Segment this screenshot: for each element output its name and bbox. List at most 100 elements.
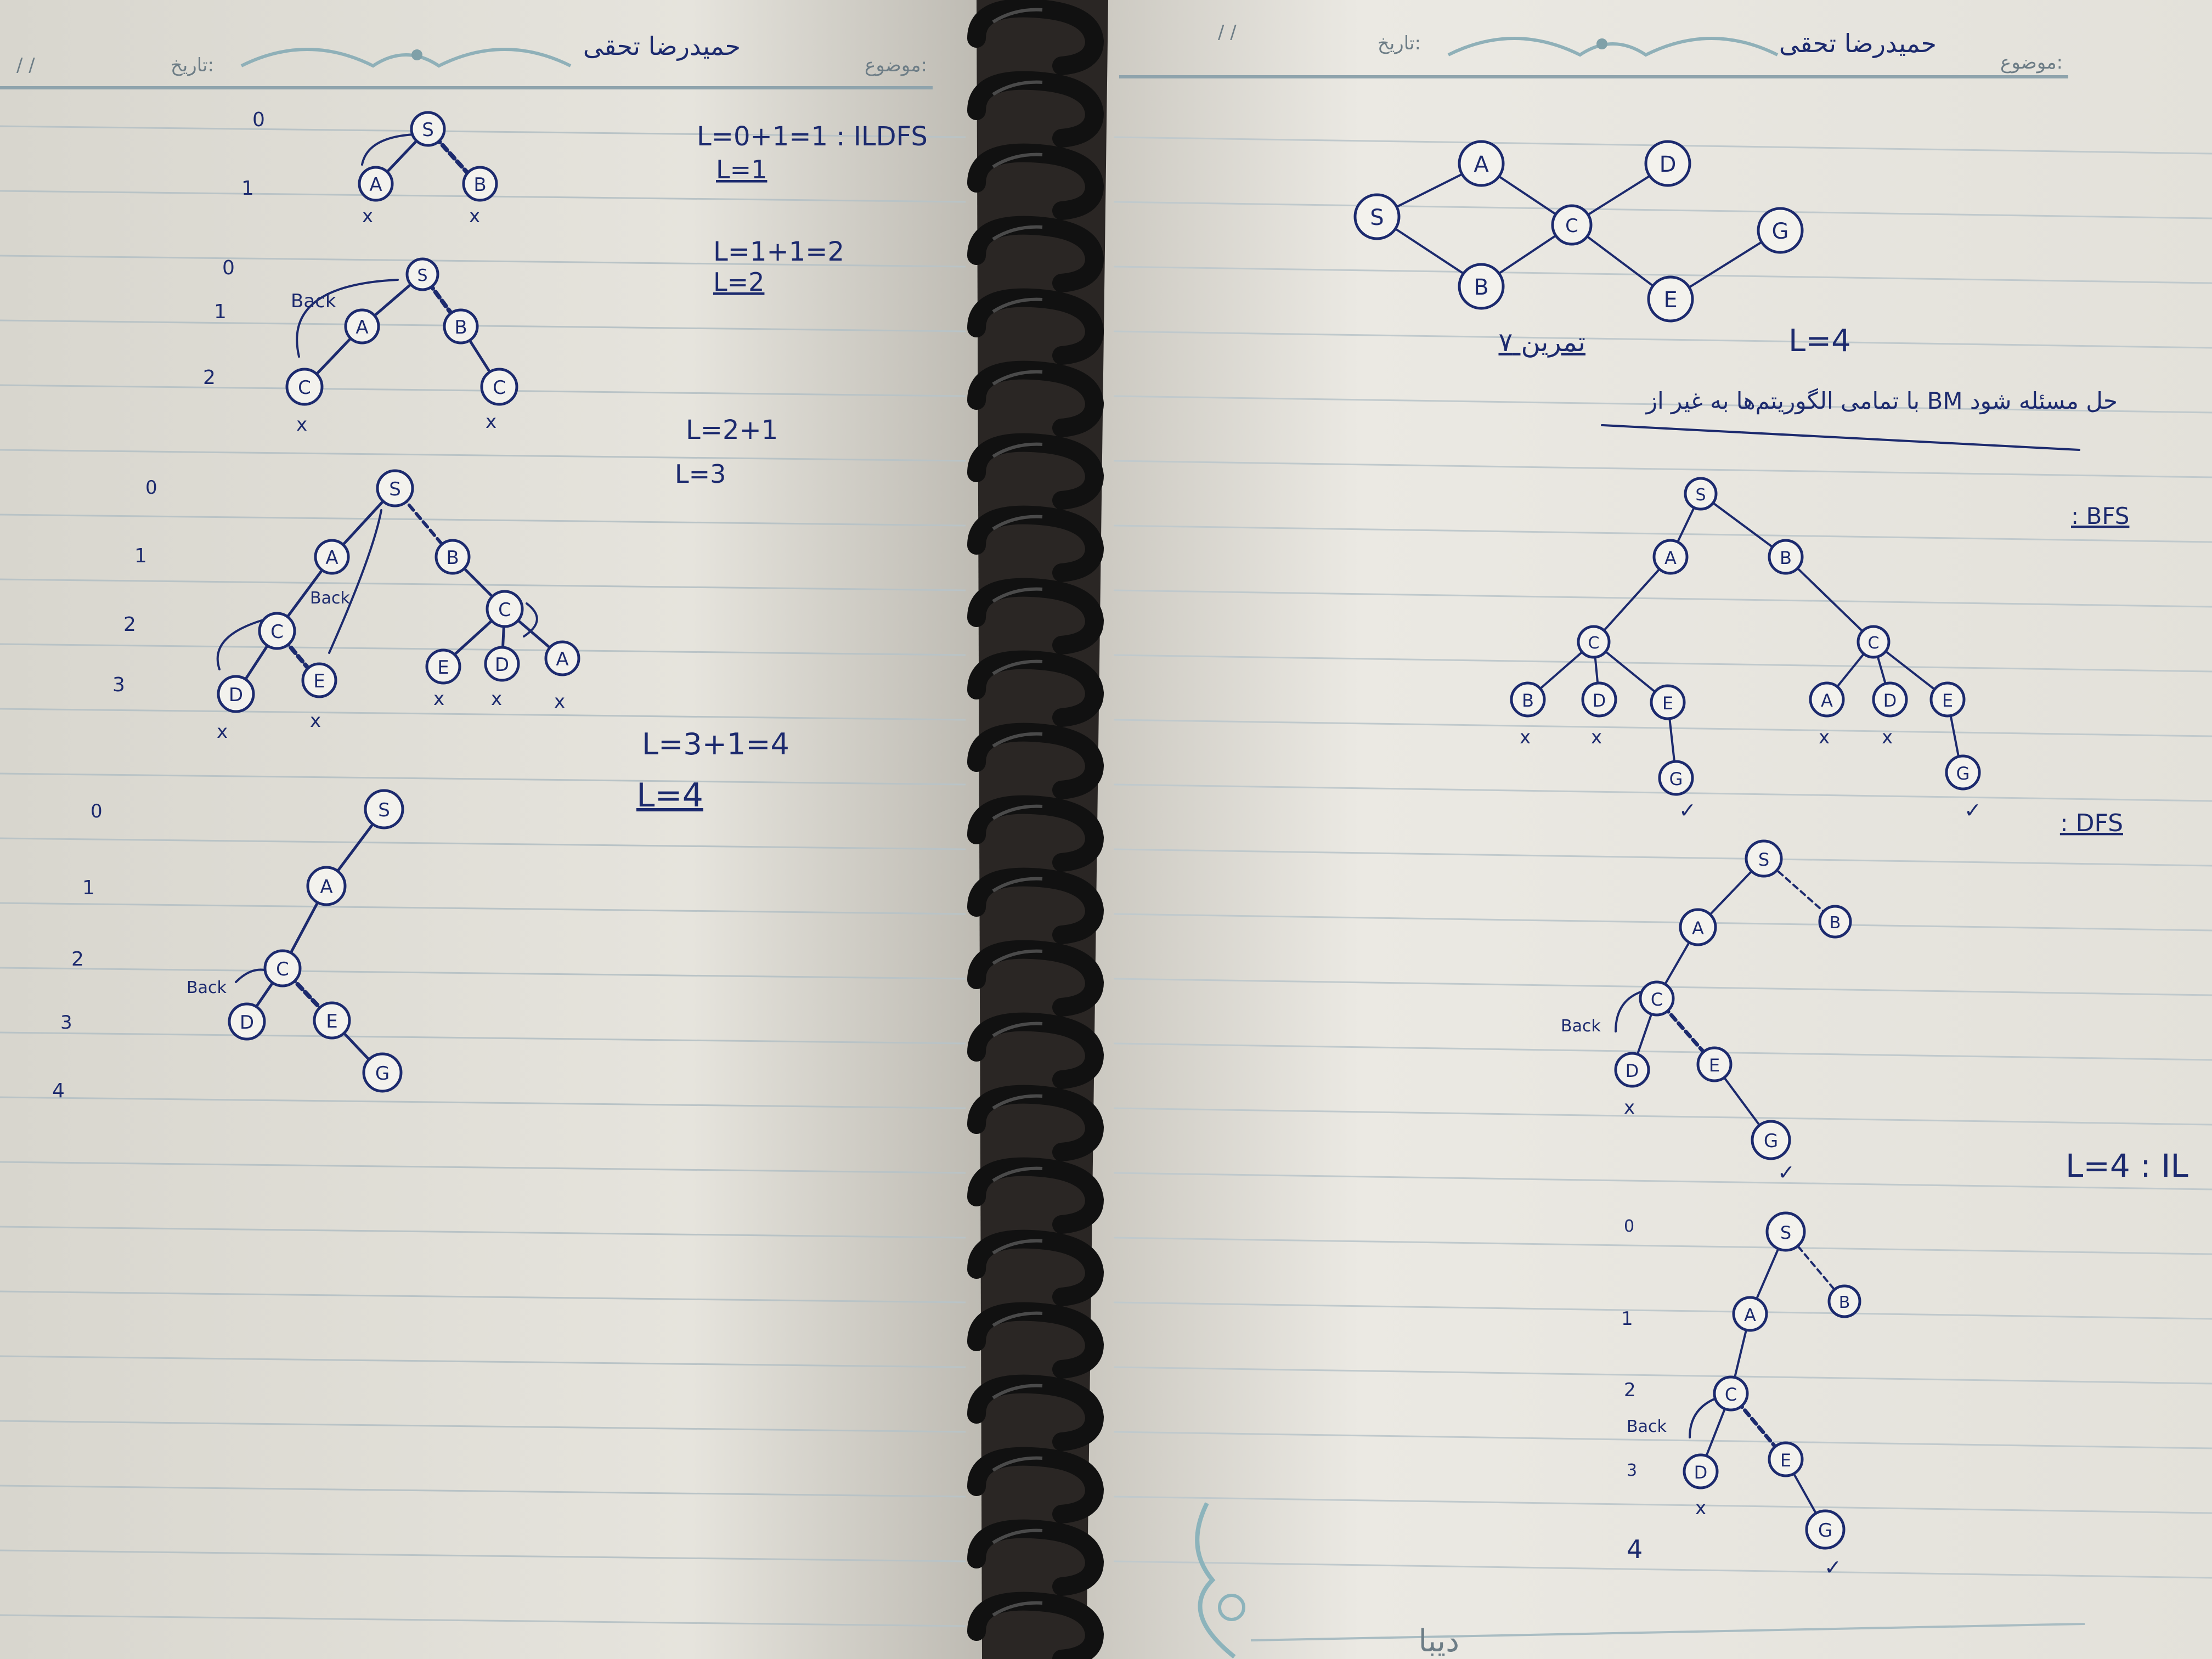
graph-node	[358, 166, 394, 202]
svg-text:D: D	[1694, 1462, 1708, 1483]
left-page	[0, 0, 988, 1659]
graph-node	[1551, 204, 1593, 246]
back-label: Back	[187, 978, 227, 997]
graph-node	[258, 612, 296, 650]
failure-mark: x	[362, 205, 373, 227]
svg-text:C: C	[1651, 989, 1663, 1010]
depth-label: 0	[91, 800, 103, 822]
svg-text:S: S	[417, 266, 427, 285]
svg-text:S: S	[378, 799, 390, 821]
depth-label: 2	[123, 613, 136, 636]
svg-text:A: A	[369, 174, 382, 196]
graph-node	[544, 640, 580, 676]
block-result: L=1	[716, 155, 767, 184]
dfs-tree: : DFS Back S A B C D E G x ✓	[1561, 809, 2123, 1184]
spiral-highlight	[992, 442, 1043, 458]
svg-text:S: S	[1780, 1222, 1791, 1243]
graph-node	[1614, 1052, 1650, 1088]
spiral-highlight	[992, 1022, 1043, 1037]
owner-signature: حمیدرضا تحقی	[1779, 29, 1937, 58]
svg-text:G: G	[375, 1063, 390, 1085]
svg-text:S: S	[1758, 849, 1769, 870]
back-label: Back	[291, 290, 336, 312]
svg-text:D: D	[240, 1012, 254, 1034]
graph-node	[1809, 681, 1845, 718]
depth-label: 1	[214, 301, 227, 323]
graph-node	[1872, 681, 1908, 718]
svg-text:D: D	[495, 654, 509, 676]
problem-question: با تمامی الگوریتم‌ها به غیر از BM حل مسئ…	[1645, 387, 2118, 415]
spiral-coil	[967, 1302, 1104, 1379]
spiral-highlight	[992, 1456, 1043, 1472]
failure-mark: x	[1819, 726, 1830, 748]
left-page-header: موضوع: تاريخ: / / حمیدرضا تحقی	[0, 31, 933, 89]
svg-text:D: D	[1660, 152, 1677, 177]
graph-node	[1751, 1120, 1791, 1160]
svg-text:E: E	[1662, 693, 1673, 714]
spiral-coil	[967, 867, 1104, 944]
svg-text:B: B	[473, 174, 486, 196]
svg-text:A: A	[325, 547, 338, 569]
right-page	[1075, 0, 2212, 1659]
spiral-coil	[967, 1085, 1104, 1161]
graph-node	[1577, 625, 1611, 659]
spiral-coil	[967, 360, 1104, 437]
graph-node	[314, 539, 350, 575]
failure-mark: x	[486, 411, 496, 433]
failure-mark: x	[310, 710, 321, 732]
depth-label: 3	[1627, 1461, 1637, 1480]
svg-text:E: E	[437, 657, 449, 679]
spiral-coil	[967, 1157, 1104, 1234]
block-title: L=1+1=2	[713, 236, 844, 267]
graph-node	[364, 789, 404, 830]
back-label: Back	[310, 589, 350, 608]
graph-node	[1510, 681, 1546, 718]
svg-text:C: C	[498, 599, 511, 621]
spiral-coil	[967, 723, 1104, 799]
svg-text:E: E	[1709, 1055, 1720, 1076]
svg-text:A: A	[320, 876, 332, 898]
graph-node	[435, 539, 471, 575]
spiral-binding	[967, 0, 1104, 1659]
graph-node	[405, 257, 439, 291]
depth-label: 0	[252, 109, 265, 131]
spiral-highlight	[992, 1166, 1043, 1182]
spiral-coil	[967, 1447, 1104, 1523]
graph-node	[344, 308, 380, 345]
graph-node	[313, 1001, 351, 1040]
graph-node	[1458, 263, 1505, 310]
graph-node	[443, 308, 479, 345]
graph-node	[1805, 1509, 1846, 1550]
svg-text:B: B	[1839, 1293, 1850, 1312]
svg-text:E: E	[1663, 287, 1677, 313]
svg-text:S: S	[1370, 205, 1384, 230]
svg-text:C: C	[1565, 215, 1578, 237]
graph-node	[263, 949, 302, 988]
spiral-coil	[967, 288, 1104, 365]
svg-text:G: G	[1669, 769, 1683, 789]
right-page-header: موضوع: تاريخ: / / حمیدرضا تحقی	[1119, 21, 2068, 78]
depth-label: 1	[134, 545, 147, 567]
graph-node	[1765, 1211, 1806, 1252]
svg-text:C: C	[276, 958, 289, 980]
subject-label: موضوع:	[865, 54, 927, 76]
spiral-coil	[967, 505, 1104, 582]
block-result: L=2	[713, 267, 764, 297]
svg-text:C: C	[493, 377, 506, 399]
spiral-highlight	[992, 804, 1043, 820]
date-value: / /	[1218, 21, 1237, 43]
ildfs-block-1: L=0+1=1 : ILDFS L=1 0 1 S A B x x	[241, 109, 928, 227]
depth-label: 2	[203, 366, 216, 389]
depth-label: 3	[112, 674, 125, 696]
graph-node	[1644, 140, 1691, 187]
spiral-coil	[967, 1519, 1104, 1596]
depth-label: 4	[52, 1080, 65, 1102]
depth-label: 1	[82, 877, 95, 899]
spiral-highlight	[992, 1601, 1043, 1617]
svg-text:C: C	[1868, 634, 1880, 653]
graph-node	[1857, 625, 1891, 659]
spiral-highlight	[992, 1528, 1043, 1544]
spiral-coil	[967, 940, 1104, 1017]
graph-node	[1757, 207, 1804, 254]
graph-depth-limit: L=4	[1788, 323, 1851, 359]
